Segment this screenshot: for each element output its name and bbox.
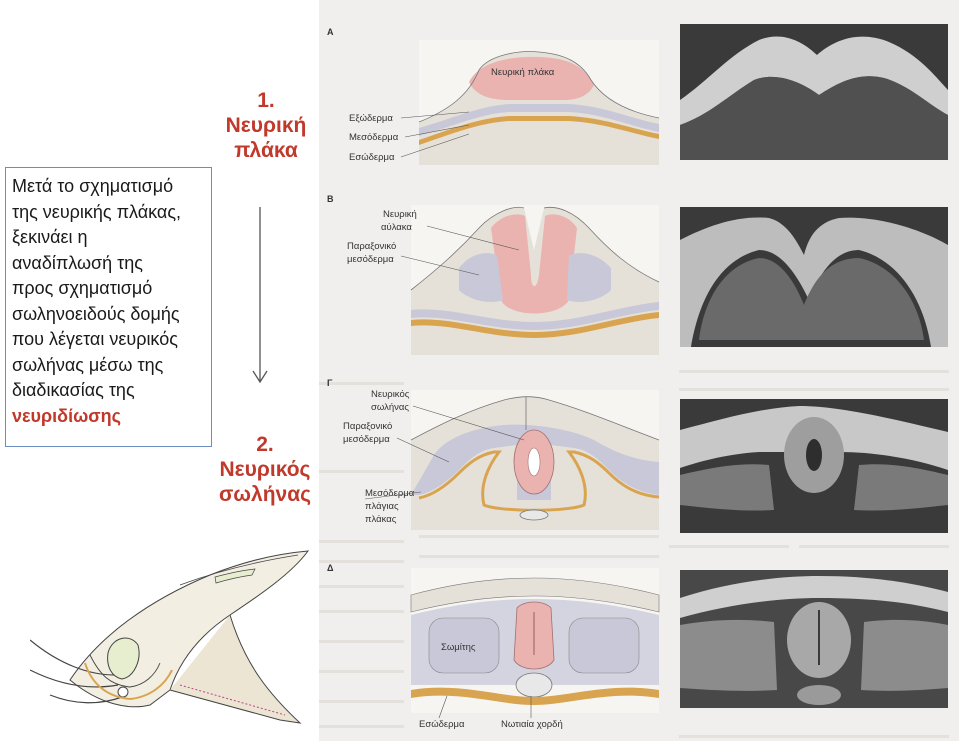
down-arrow-icon [252,207,268,384]
description-highlight: νευριδίωσης [12,405,121,426]
description-line: διαδικασίας της [12,380,135,400]
label-mesoderm: Μεσόδερμα [349,132,399,143]
panel-letter-d: Δ [327,563,334,573]
label-paraxial-b-2: μεσόδερμα [347,254,394,265]
label-neural-tube-1: Νευρικός [371,389,410,400]
panel-b-diagram [410,205,660,355]
step-1-label: 1. Νευρική πλάκα [216,88,316,163]
label-lateral-1: Μεσόδερμα [365,488,415,499]
description-line: που λέγεται νευρικός [12,329,178,349]
label-ectoderm: Εξώδερμα [349,113,393,124]
step-2-label: 2. Νευρικός σωλήνας [212,432,318,507]
label-paraxial-c-2: μεσόδερμα [343,434,390,445]
panel-letter-c: Γ [327,378,333,388]
description-line: σωληνοειδούς δομής [12,303,180,324]
description-line: σωλήνας μέσω της [12,354,164,375]
step-1-word-1: Νευρική [225,114,307,137]
step-2-word-1: Νευρικός [219,458,311,481]
step-2-number: 2. [256,433,274,456]
label-neural-groove-1: Νευρική [383,209,417,220]
sem-photo-a [680,24,948,160]
sem-photo-b [680,207,948,347]
sem-photo-d [680,570,948,708]
label-neural-plate: Νευρική πλάκα [491,67,555,78]
label-paraxial-c-1: Παραξονικό [343,421,392,432]
label-endoderm-d: Εσώδερμα [419,719,465,730]
label-endoderm: Εσώδερμα [349,152,395,163]
description-line: Μετά το σχηματισμό [12,176,174,196]
description-line: προς σχηματισμό [12,278,153,298]
description-line: της νευρικής πλάκας, [12,201,182,222]
textbook-plate: A B Γ Δ Νευρική πλάκα Εξώδερμα Μεσόδερμα… [319,0,959,741]
label-neural-groove-2: αύλακα [381,222,412,233]
panel-a-diagram [418,40,660,165]
embryo-illustration [30,550,310,724]
description-textbox: Μετά το σχηματισμό της νευρικής πλάκας, … [5,167,212,447]
step-1-word-2: πλάκα [234,139,298,162]
description-line: ξεκινάει η [12,227,88,247]
label-lateral-2: πλάγιας [365,501,399,512]
label-somite: Σωμίτης [441,642,476,653]
neurulation-diagram: A B Γ Δ Νευρική πλάκα Εξώδερμα Μεσόδερμα… [319,24,949,738]
description-line: αναδίπλωσή της [12,252,143,273]
sem-photo-c [680,399,948,533]
panel-c-diagram [410,390,660,530]
label-neural-tube-2: σωλήνας [371,402,409,413]
panel-letter-a: A [327,27,334,37]
label-paraxial-b-1: Παραξονικό [347,241,396,252]
step-1-number: 1. [257,89,275,112]
panel-letter-b: B [327,194,334,204]
label-notochord: Νωτιαία χορδή [501,719,563,730]
panel-d-diagram [410,568,660,713]
label-lateral-3: πλάκας [365,514,397,525]
step-2-word-2: σωλήνας [218,483,312,506]
